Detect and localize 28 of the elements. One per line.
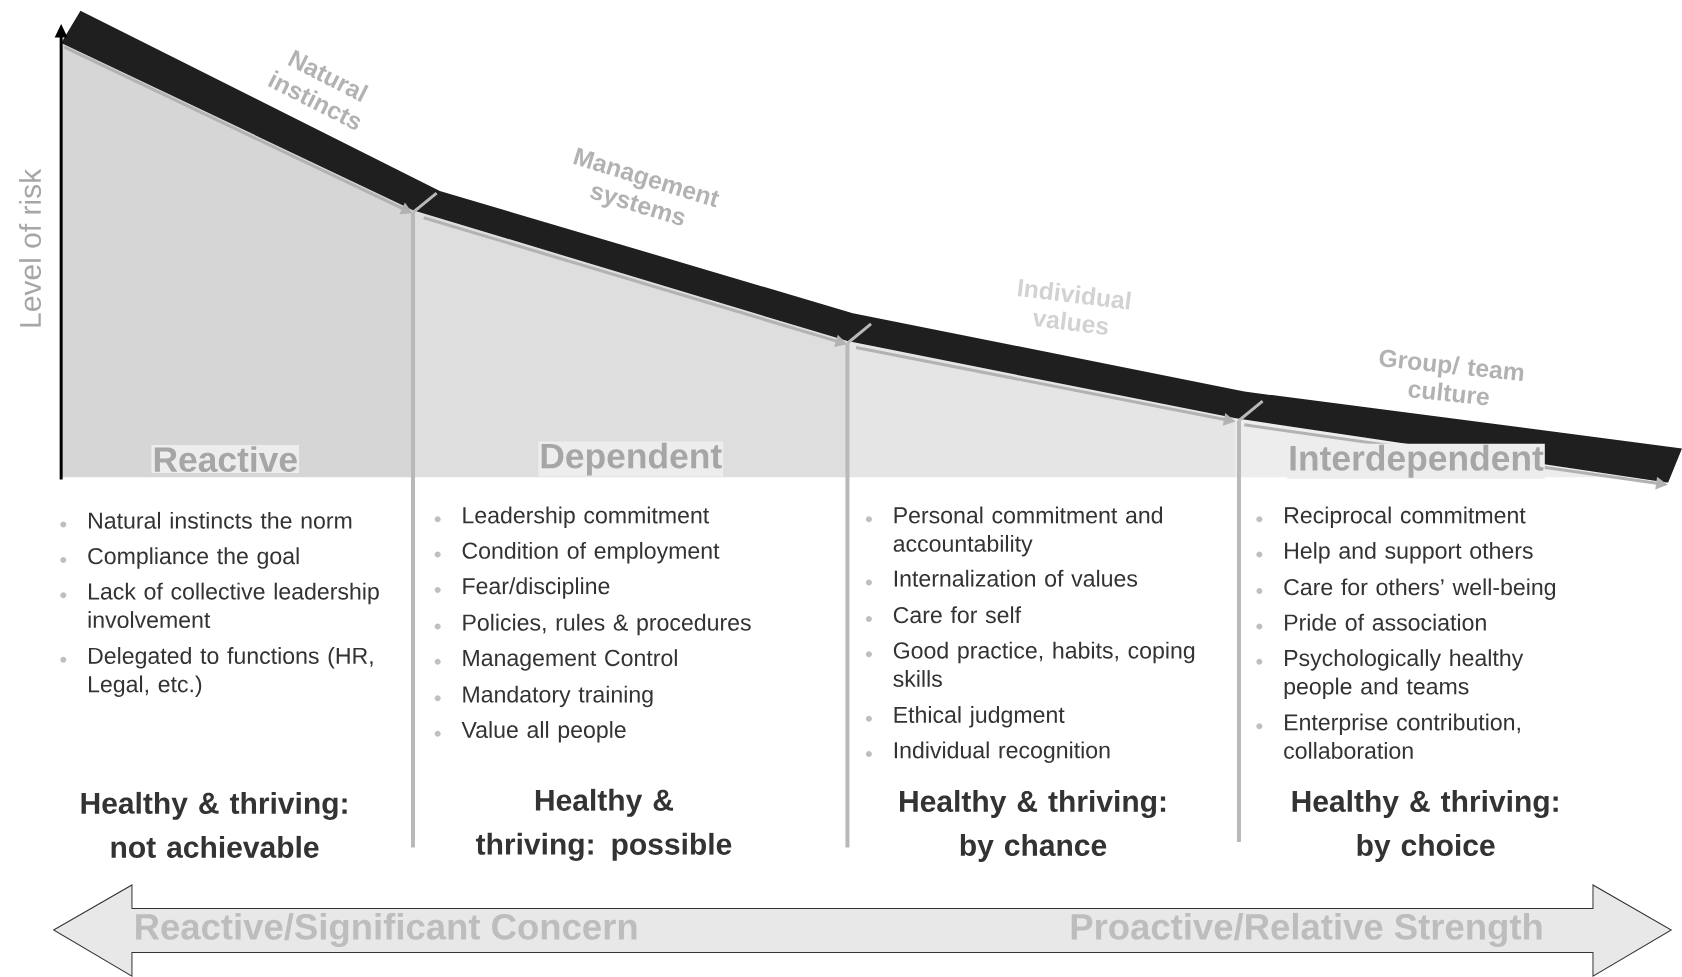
bullet-item: Condition of employment bbox=[434, 541, 720, 564]
bullet-item: Care for self bbox=[865, 606, 1022, 624]
curve-label: Group/ team culture bbox=[1379, 349, 1524, 406]
bullet-item: Enterprise contribution, collaboration bbox=[1256, 713, 1520, 759]
axis-label: Level of risk bbox=[19, 168, 42, 327]
bullet-item: Reciprocal commitment bbox=[1256, 506, 1526, 528]
stage-label: Reactive bbox=[151, 445, 300, 473]
bullet-item: Personal commitment and accountability bbox=[865, 506, 1163, 557]
bullet-item: Natural instincts the norm bbox=[60, 511, 352, 529]
bullet-item: Mandatory training bbox=[434, 685, 653, 708]
bullet-item: Delegated to functions (HR, Legal, etc.) bbox=[60, 646, 373, 697]
bullet-item: Help and support others bbox=[1256, 541, 1533, 564]
bullet-item: Policies, rules & procedures bbox=[434, 613, 751, 636]
bullet-item: Lack of collective leadership involvement bbox=[60, 582, 379, 628]
bullet-item: Compliance the goal bbox=[60, 547, 299, 569]
bullet-item: Leadership commitment bbox=[434, 506, 710, 528]
bullet-item: Management Control bbox=[434, 649, 677, 671]
bullet-item: Care for others’ well-being bbox=[1256, 578, 1556, 600]
bullet-item: Pride of association bbox=[1256, 613, 1486, 631]
bullet-item: Fear/discipline bbox=[434, 577, 610, 599]
bullet-item: Ethical judgment bbox=[865, 705, 1065, 728]
bullet-item: Good practice, habits, coping skills bbox=[865, 641, 1195, 687]
stage-label: Dependent bbox=[538, 441, 724, 477]
bullet-item: Psychologically healthy people and teams bbox=[1256, 649, 1524, 699]
bullet-item: Internalization of values bbox=[865, 569, 1138, 587]
bullet-item: Individual recognition bbox=[865, 741, 1110, 763]
stage-label: Interdependent bbox=[1287, 443, 1545, 479]
bullet-item: Value all people bbox=[434, 720, 626, 743]
